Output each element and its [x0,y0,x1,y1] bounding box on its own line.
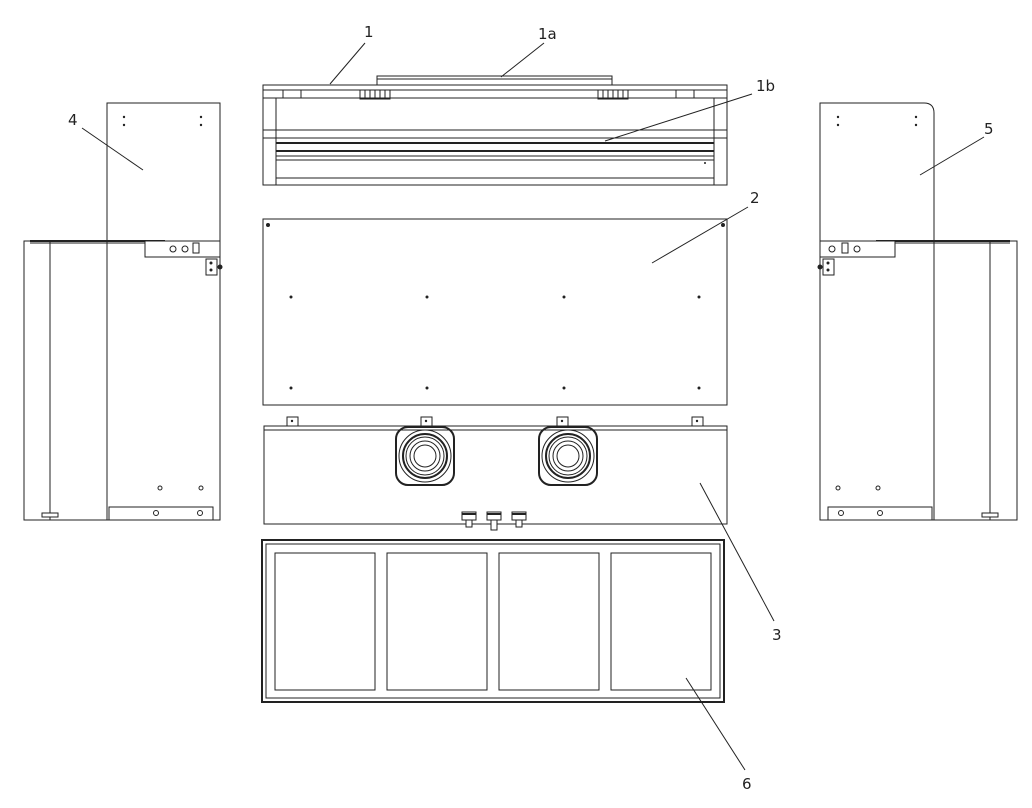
leader-6 [685,677,746,771]
right-speaker [538,426,598,486]
leader-4 [81,127,144,171]
part-3-speaker-board [263,416,728,531]
callout-1b: 1b [756,77,775,95]
part-6-bottom-board [261,539,725,703]
part-1-top-body [262,84,728,186]
part-2-back-panel [262,218,728,406]
callout-4: 4 [68,111,78,129]
top-right-speaker [597,89,629,100]
leader-5 [919,136,985,176]
callout-labels: 1 1a 1b 2 3 4 5 6 [68,23,994,793]
callout-5: 5 [984,120,994,138]
left-speaker [395,426,455,486]
callout-3: 3 [772,626,782,644]
callout-1a: 1a [538,25,557,43]
callout-6: 6 [742,775,752,793]
leader-2 [651,206,749,264]
top-left-speaker [359,89,391,100]
callout-2: 2 [750,189,760,207]
leader-1a [500,42,545,78]
part-1a-music-rest [376,75,613,86]
leader-lines [81,42,985,771]
leader-3 [699,482,775,622]
callout-1: 1 [364,23,374,41]
pedal-unit [461,511,527,531]
part-4-left-side-panel [23,102,223,521]
part-5-right-side-panel [817,102,1018,521]
leader-1 [329,42,366,85]
leader-1b [604,93,753,142]
